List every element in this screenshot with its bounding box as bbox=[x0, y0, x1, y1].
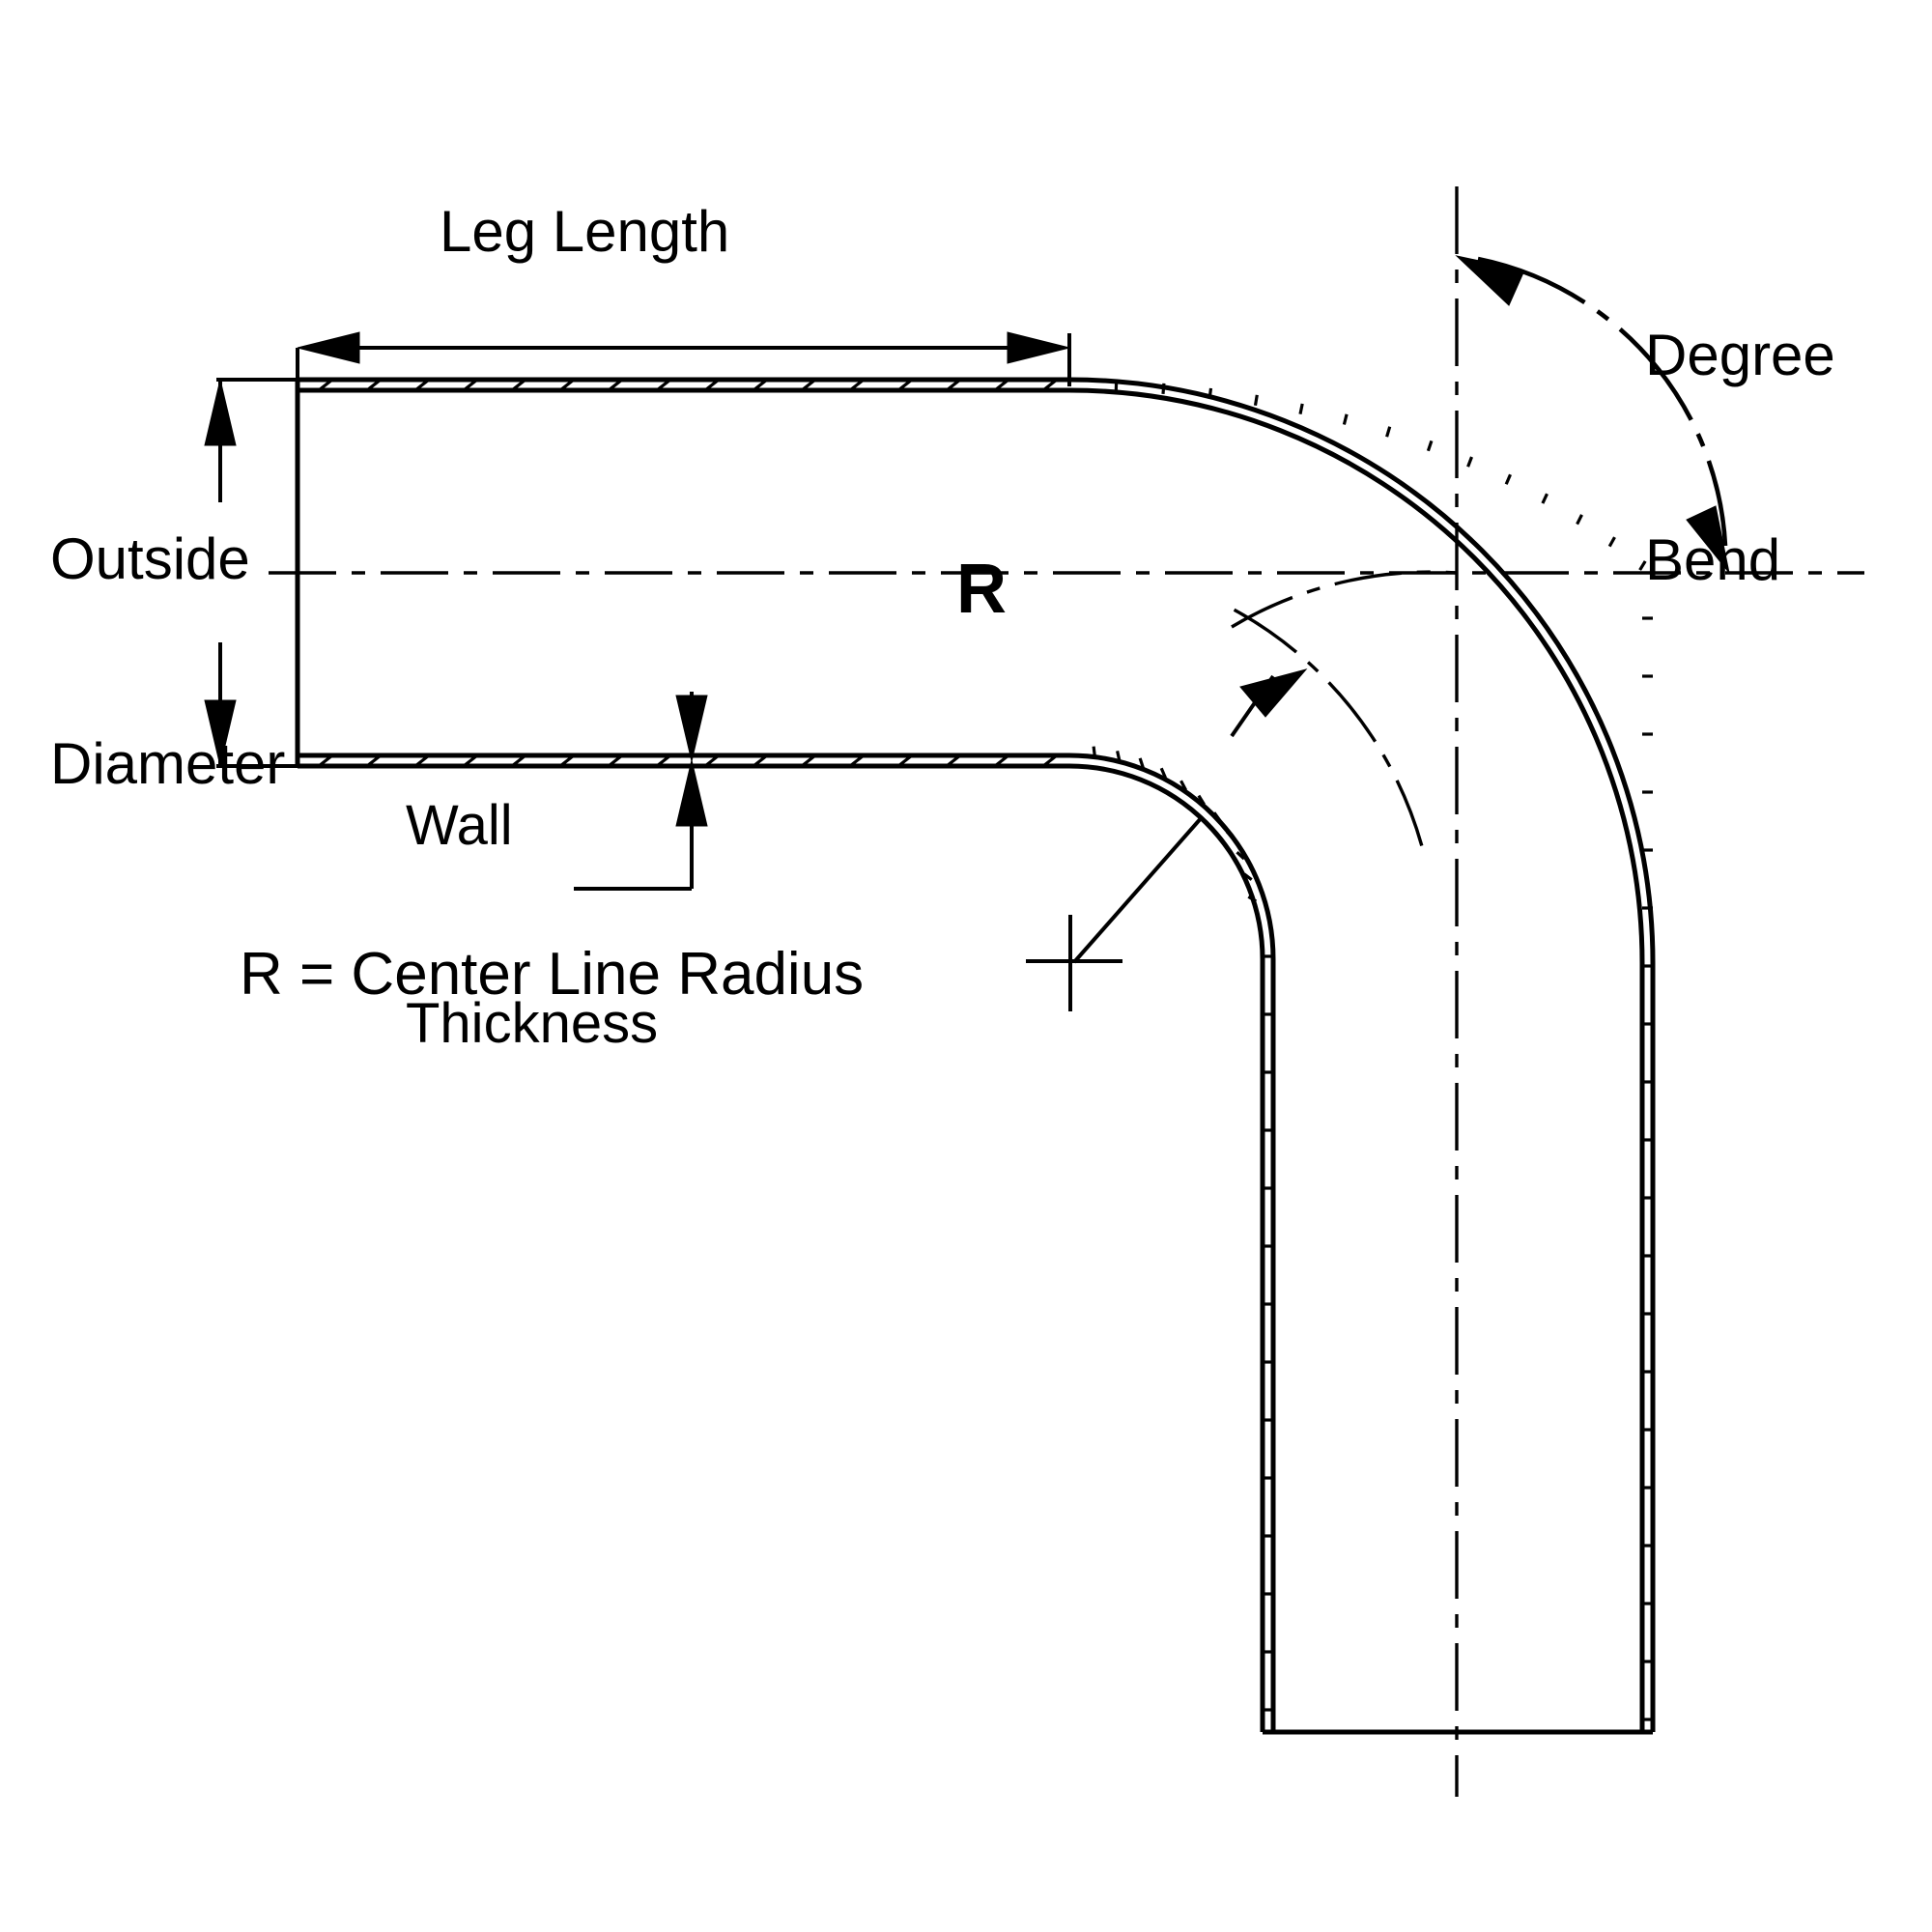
radius-leader-arrow bbox=[1239, 668, 1308, 718]
wall-hatch-inner-bend bbox=[1092, 746, 1273, 1712]
wall-hatch-bottom bbox=[318, 753, 1058, 768]
outside-diameter-dimension bbox=[204, 378, 299, 768]
outside-diameter-label-line2: Diameter bbox=[50, 730, 286, 796]
wall-hatch-outer-bend bbox=[1114, 380, 1653, 1721]
wall-thickness-label-line1: Wall bbox=[406, 793, 513, 857]
bend-center-mark bbox=[1026, 915, 1122, 1011]
leg-length-label: Leg Length bbox=[440, 199, 730, 264]
degree-bend-label: Degree Bend bbox=[1645, 185, 1835, 731]
degree-bend-arc bbox=[1455, 255, 1730, 574]
leg-length-arrow-right bbox=[1007, 331, 1070, 364]
radius-leader bbox=[1072, 668, 1308, 964]
centerlines bbox=[269, 186, 1864, 1797]
outside-diameter-label: Outside Diameter bbox=[50, 388, 285, 935]
wall-hatch-top bbox=[318, 378, 1058, 392]
wall-thickness-arrow-down bbox=[675, 695, 708, 762]
outside-diameter-arrow-up bbox=[204, 379, 237, 446]
degree-bend-arrow-top bbox=[1455, 255, 1525, 306]
leg-length-dimension bbox=[296, 331, 1071, 386]
degree-bend-label-line1: Degree bbox=[1645, 322, 1835, 387]
radius-note: R = Center Line Radius bbox=[240, 941, 865, 1008]
centerline-radius-arc bbox=[1231, 570, 1458, 629]
leg-length-arrow-left bbox=[297, 331, 360, 364]
wall-thickness-label: Wall Thickness bbox=[406, 661, 658, 1190]
outside-diameter-arrow-down bbox=[204, 699, 237, 767]
wall-thickness-dimension bbox=[574, 692, 708, 891]
wall-thickness-arrow-up bbox=[675, 759, 708, 827]
degree-bend-label-line2: Bend bbox=[1645, 526, 1781, 592]
outside-diameter-label-line1: Outside bbox=[50, 526, 250, 591]
center-line-radius-arc bbox=[1233, 608, 1424, 846]
wall-thickness-label-line2: Thickness bbox=[406, 992, 659, 1056]
radius-symbol-label: R bbox=[956, 551, 1007, 628]
degree-bend-arrow-bottom bbox=[1686, 505, 1730, 574]
